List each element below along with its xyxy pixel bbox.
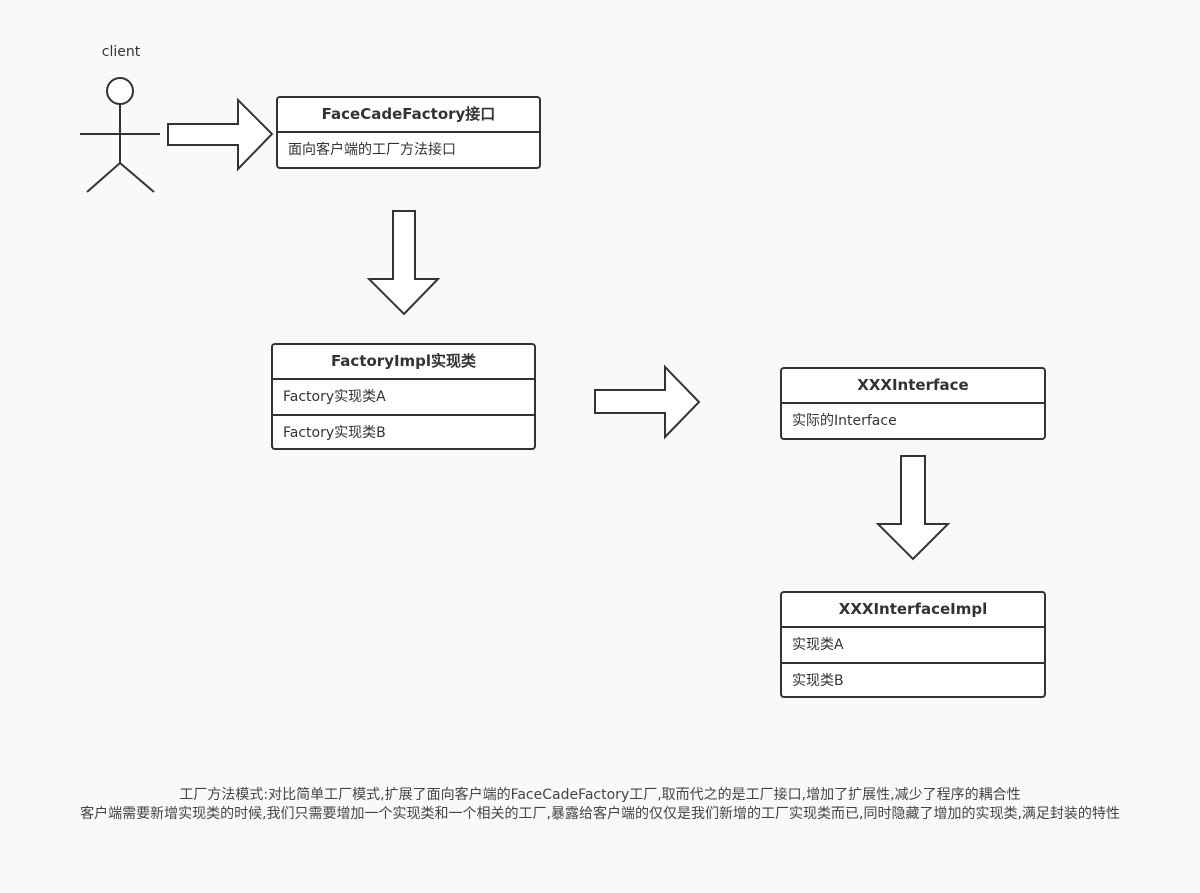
class-title: XXXInterface: [782, 369, 1044, 404]
arrow-right-icon: [594, 364, 701, 440]
class-row: 面向客户端的工厂方法接口: [288, 142, 456, 158]
class-title: FaceCadeFactory接口: [278, 98, 539, 133]
class-row: 实现类A: [792, 637, 844, 653]
client-actor-icon: [80, 77, 160, 193]
facade-factory-class: FaceCadeFactory接口 面向客户端的工厂方法接口: [276, 96, 541, 169]
class-row: 实际的Interface: [792, 413, 897, 429]
xxx-interface-impl-class: XXXInterfaceImpl 实现类A 实现类B: [780, 591, 1046, 698]
class-title: FactoryImpl实现类: [273, 345, 534, 380]
class-row: 实现类B: [782, 662, 1044, 696]
class-title: XXXInterfaceImpl: [782, 593, 1044, 628]
class-row: Factory实现类A: [283, 389, 386, 405]
arrow-down-icon: [366, 210, 441, 316]
arrow-down-icon: [875, 455, 951, 561]
arrow-right-icon: [167, 97, 274, 172]
factory-impl-class: FactoryImpl实现类 Factory实现类A Factory实现类B: [271, 343, 536, 450]
class-row: Factory实现类B: [273, 414, 534, 448]
caption-line: 工厂方法模式:对比简单工厂模式,扩展了面向客户端的FaceCadeFactory…: [179, 787, 1021, 803]
diagram-caption: 工厂方法模式:对比简单工厂模式,扩展了面向客户端的FaceCadeFactory…: [0, 786, 1200, 824]
caption-line: 客户端需要新增实现类的时候,我们只需要增加一个实现类和一个相关的工厂,暴露给客户…: [80, 806, 1120, 822]
client-label: client: [101, 44, 141, 60]
xxx-interface-class: XXXInterface 实际的Interface: [780, 367, 1046, 440]
